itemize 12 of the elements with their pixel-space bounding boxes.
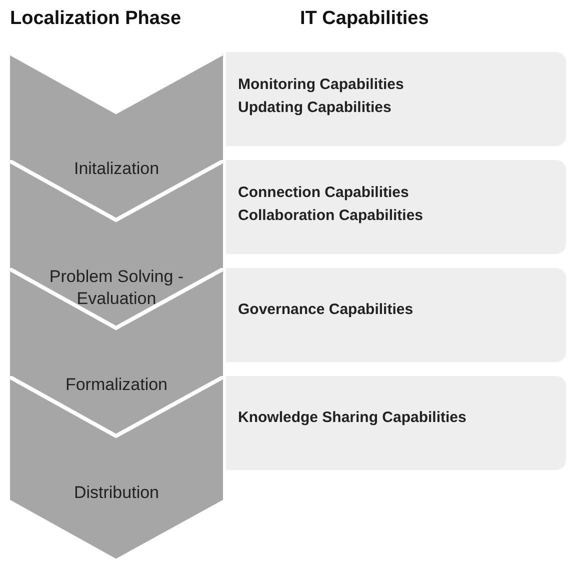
capability-text: Updating Capabilities [238,99,392,116]
column-heading: IT Capabilities [300,8,429,30]
phase-label: Distribution [72,482,160,504]
capability-text: Connection Capabilities [238,184,409,201]
capability-text: Collaboration Capabilities [238,207,424,224]
column-heading: Localization Phase [10,8,182,30]
capability-text: Governance Capabilities [238,301,414,318]
phase-label: Formalization [64,374,169,396]
capability-text: Monitoring Capabilities [238,76,404,93]
phase-label: Problem Solving - Evaluation [48,266,185,310]
capability-text: Knowledge Sharing Capabilities [238,409,466,426]
phase-label: Initalization [72,158,160,180]
